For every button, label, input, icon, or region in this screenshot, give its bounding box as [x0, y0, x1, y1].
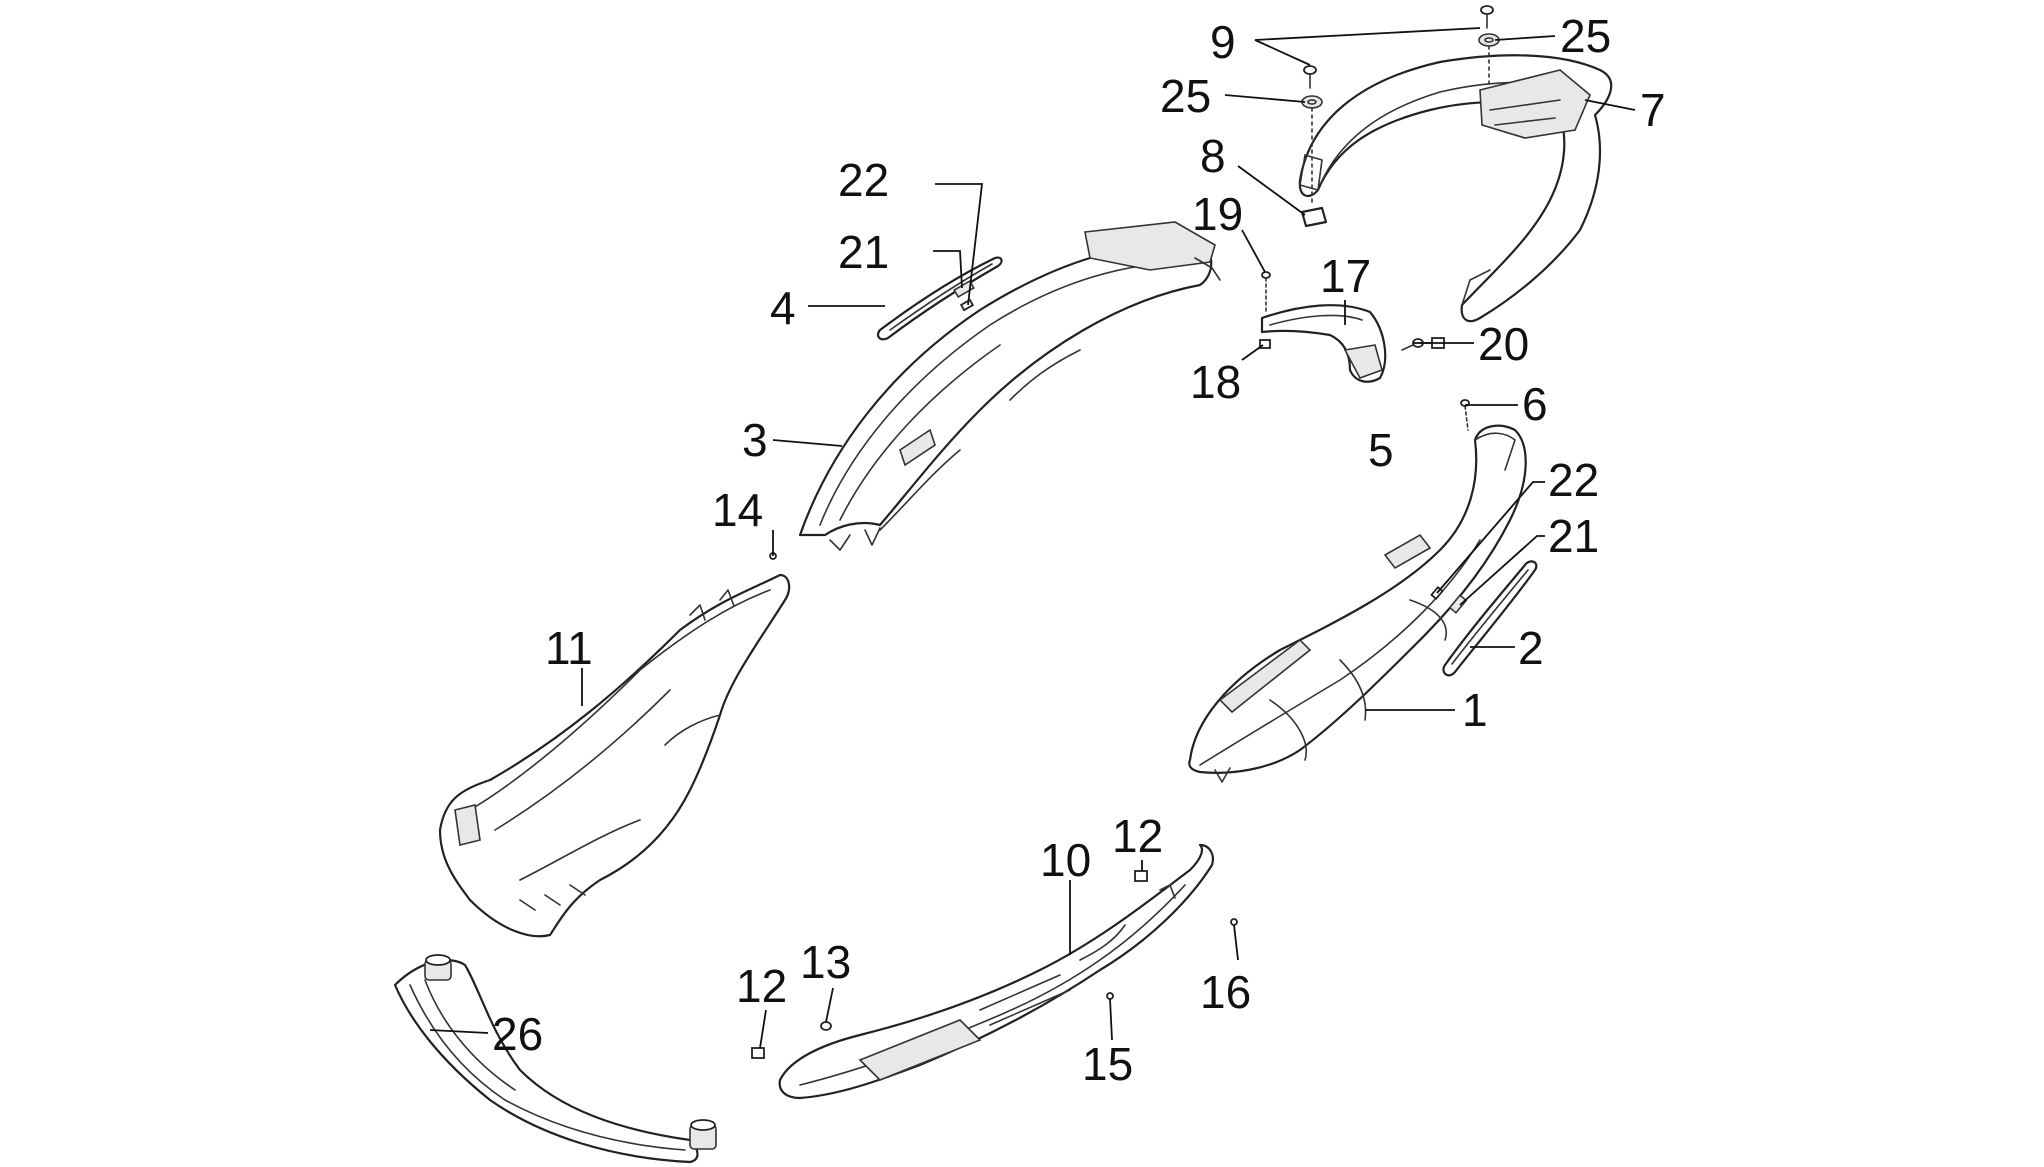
leader-lines	[429, 27, 1636, 1049]
part-9-screw-left	[1303, 65, 1317, 89]
part-7-grab-rail	[1298, 54, 1613, 323]
callout-13: 13	[800, 936, 851, 988]
part-2-trim-strip-right	[1442, 560, 1538, 677]
part-12-clip-left	[751, 1047, 765, 1059]
callout-4: 4	[770, 282, 796, 334]
callout-26: 26	[492, 1008, 543, 1060]
callout-5: 5	[1368, 424, 1394, 476]
part-15-screw	[1106, 992, 1114, 1000]
part-1-right-side-cover	[1188, 424, 1527, 783]
part-12-clip-right	[1134, 870, 1148, 882]
callout-10: 10	[1040, 834, 1091, 886]
callout-3: 3	[742, 414, 768, 466]
callout-2: 2	[1518, 622, 1544, 674]
callout-20: 20	[1478, 318, 1529, 370]
callout-21-right: 21	[1548, 510, 1599, 562]
callout-19: 19	[1192, 188, 1243, 240]
callout-21-upper: 21	[838, 226, 889, 278]
callout-9: 9	[1210, 16, 1236, 68]
callout-16: 16	[1200, 966, 1251, 1018]
part-18-nut	[1259, 339, 1271, 349]
callout-18: 18	[1190, 356, 1241, 408]
part-13-screw	[820, 1021, 832, 1031]
part-10-floor-side-panel	[778, 843, 1214, 1100]
callout-25-top: 25	[1560, 10, 1611, 62]
callout-12-left: 12	[736, 960, 787, 1012]
part-19-screw	[1261, 271, 1271, 313]
callout-25-left: 25	[1160, 70, 1211, 122]
callout-8: 8	[1200, 130, 1226, 182]
part-8-clip-nut	[1300, 206, 1328, 228]
part-22-clip-upper	[959, 298, 975, 312]
part-11-left-lower-cover	[438, 573, 791, 938]
callout-11: 11	[545, 622, 593, 674]
callout-1: 1	[1462, 684, 1488, 736]
part-9-screw-top	[1480, 5, 1494, 29]
callout-15: 15	[1082, 1038, 1133, 1090]
part-20-screw	[1401, 338, 1424, 351]
callout-22-right: 22	[1548, 454, 1599, 506]
part-16-screw	[1230, 918, 1238, 926]
callout-22-upper: 22	[838, 154, 889, 206]
callout-7: 7	[1640, 84, 1666, 136]
callout-6: 6	[1522, 378, 1548, 430]
part-26-lower-rail	[393, 954, 717, 1164]
part-17-bracket	[1260, 304, 1387, 383]
callout-labels: 9 25 25 7 8 22 21 4 19 17 20 18 3 6 5 22…	[492, 10, 1666, 1090]
part-21-emblem-right	[1448, 594, 1468, 614]
callout-14: 14	[712, 484, 763, 536]
callout-17: 17	[1320, 250, 1371, 302]
callout-12-right: 12	[1112, 810, 1163, 862]
part-3-left-side-cover	[798, 221, 1221, 551]
